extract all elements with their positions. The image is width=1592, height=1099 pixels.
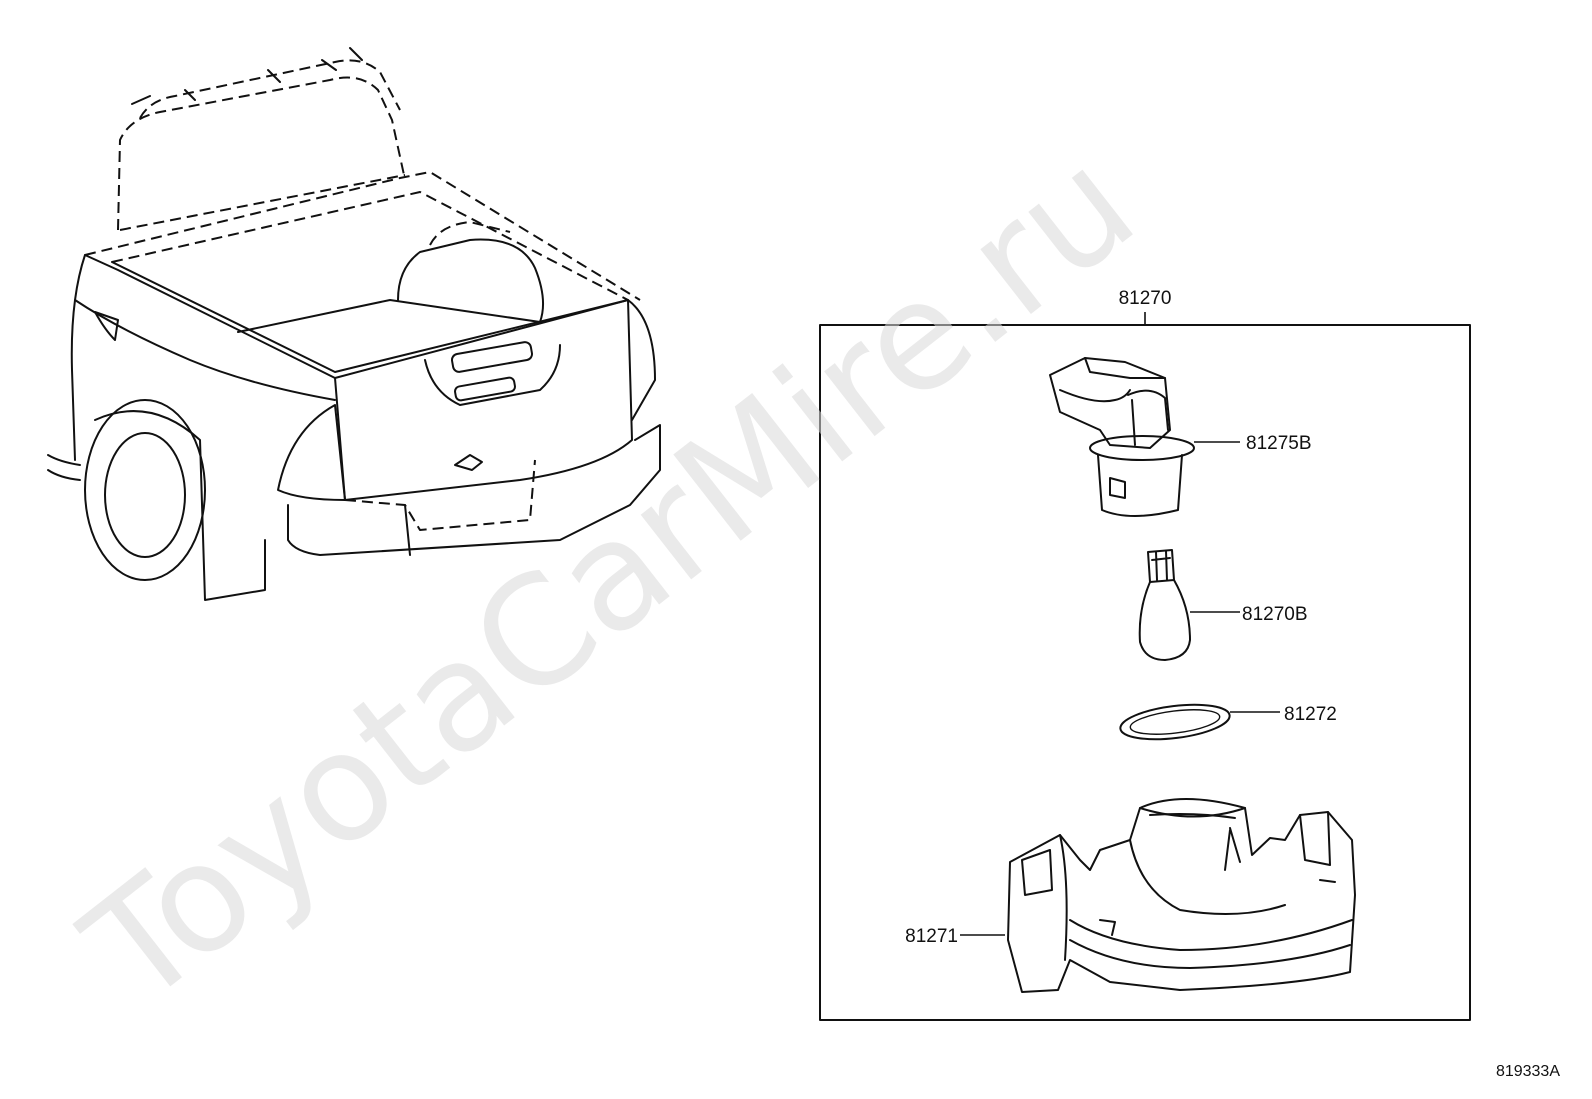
housing-part-number: 81271 xyxy=(905,926,958,947)
vehicle-rear-illustration xyxy=(47,47,661,601)
assembly-part-number: 81270 xyxy=(1119,288,1172,309)
catalog-reference: 819333A xyxy=(1496,1063,1560,1080)
bulb-part-number: 81270B xyxy=(1242,604,1308,625)
gasket-part-number: 81272 xyxy=(1284,704,1337,725)
lamp-housing-part xyxy=(1007,798,1356,993)
watermark: ToyotaCarMire.ru xyxy=(54,117,1166,1039)
socket-part xyxy=(1049,357,1195,517)
gasket-part xyxy=(1119,703,1231,741)
socket-part-number: 81275B xyxy=(1246,433,1312,454)
bulb-part xyxy=(1138,549,1191,661)
